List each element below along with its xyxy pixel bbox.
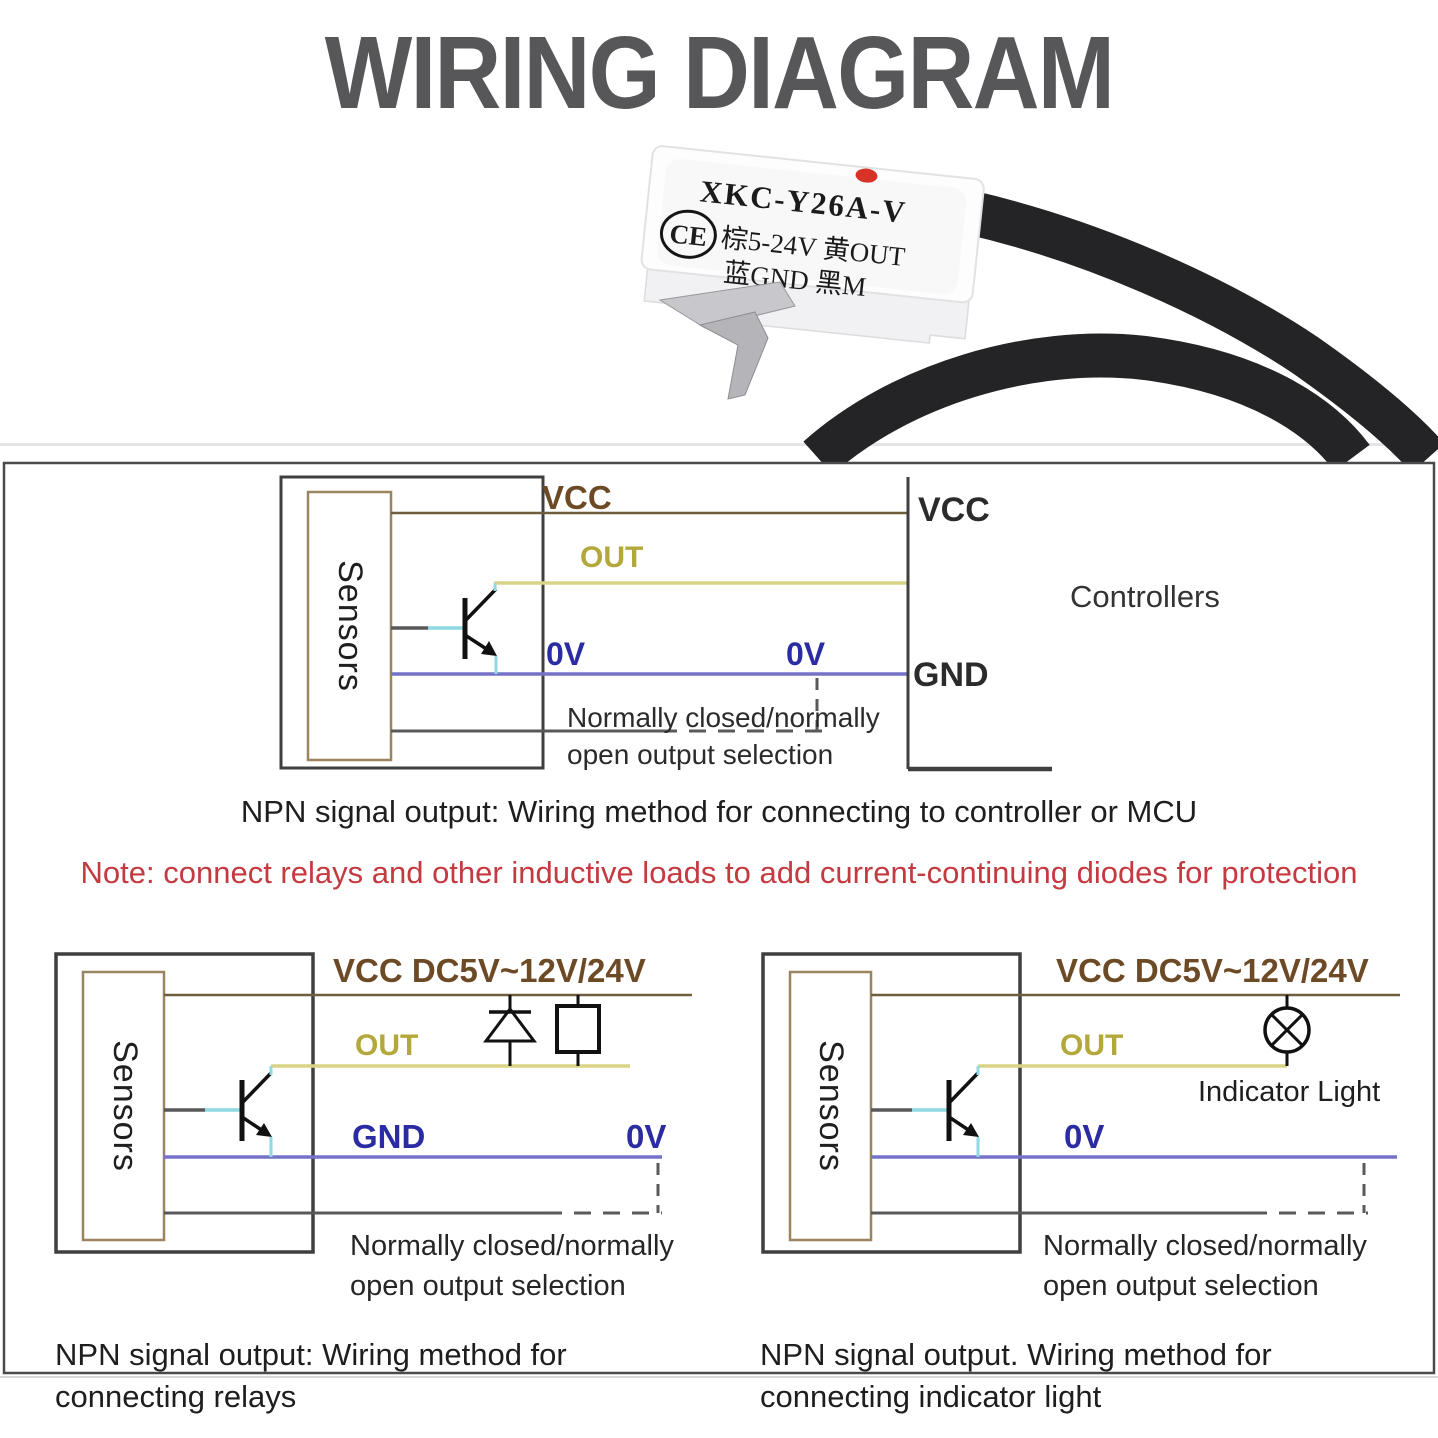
metal-clip-plate [658, 281, 796, 329]
d3-transistor-emitter-arrow [963, 1123, 979, 1137]
d3-caption-line1: NPN signal output. Wiring method for [760, 1337, 1272, 1372]
d1-0v-label-right: 0V [786, 636, 826, 672]
d2-transistor-collector [240, 1071, 273, 1105]
product-photo: XKC-Y26A-V CE 棕5-24V 黄OUT 蓝GND 黑M [0, 145, 1438, 462]
d3-caption: NPN signal output. Wiring method for con… [760, 1334, 1272, 1418]
d2-sensor-inner-box [81, 970, 166, 1242]
d2-selection-note: Normally closed/normally open output sel… [350, 1226, 674, 1306]
d2-0v-label: 0V [626, 1118, 667, 1155]
d2-selection-note-line1: Normally closed/normally [350, 1230, 674, 1262]
d3-selection-note-line2: open output selection [1043, 1270, 1319, 1302]
d3-indicator-light-label: Indicator Light [1198, 1076, 1381, 1108]
d2-relay-box [555, 1004, 601, 1054]
d2-sensor-box [54, 952, 315, 1254]
d3-sensors-label: Sensors [812, 1040, 850, 1172]
d1-sensors-label: Sensors [331, 560, 369, 692]
d3-selection-note-line1: Normally closed/normally [1043, 1230, 1367, 1262]
d1-sensor-inner-box [306, 490, 393, 762]
protection-note: Note: connect relays and other inductive… [80, 855, 1358, 890]
d2-transistor-emitter-arrow [256, 1123, 272, 1137]
d2-selection-note-line2: open output selection [350, 1270, 626, 1302]
d1-controller-gnd-label: GND [913, 656, 989, 694]
d1-selection-note-line1: Normally closed/normally [567, 702, 880, 733]
ce-mark-circle [659, 209, 717, 259]
d2-gnd-label: GND [352, 1118, 426, 1155]
d1-transistor-emitter-arrow [481, 641, 497, 656]
content-outer-box [2, 461, 1436, 1375]
d3-sensor-inner-box [788, 970, 873, 1242]
d3-sensor-box [761, 952, 1022, 1254]
d1-0v-label-left: 0V [546, 636, 586, 672]
d1-out-label: OUT [580, 541, 644, 574]
metal-clip-hook [698, 311, 769, 400]
cable-main [963, 190, 1438, 462]
d1-caption: NPN signal output: Wiring method for con… [240, 794, 1198, 829]
d3-0v-label: 0V [1064, 1118, 1105, 1155]
d2-caption: NPN signal output: Wiring method for con… [55, 1334, 567, 1418]
d2-transistor-emitter [241, 1115, 264, 1133]
d3-lamp-cross-2 [1270, 1013, 1304, 1047]
d2-caption-line2: connecting relays [55, 1379, 297, 1414]
led-indicator-dot [855, 168, 878, 183]
d2-out-label: OUT [355, 1029, 419, 1062]
d3-out-label: OUT [1060, 1029, 1124, 1062]
d1-transistor-emitter [464, 633, 489, 652]
d3-selection-note: Normally closed/normally open output sel… [1043, 1226, 1367, 1306]
d1-selection-note-line2: open output selection [567, 739, 834, 770]
sensor-sticker [657, 159, 967, 295]
d2-sensors-label: Sensors [106, 1040, 144, 1172]
ce-mark-text: CE [668, 218, 708, 252]
d1-transistor-collector [463, 587, 498, 623]
d2-vcc-label: VCC DC5V~12V/24V [333, 952, 646, 989]
page-title: WIRING DIAGRAM [324, 15, 1115, 130]
d2-caption-line1: NPN signal output: Wiring method for [55, 1337, 567, 1372]
d3-vcc-label: VCC DC5V~12V/24V [1056, 952, 1369, 989]
d1-controllers-label: Controllers [1070, 579, 1220, 614]
photo-bottom-band [0, 443, 1438, 446]
d2-diode-triangle [483, 1006, 537, 1043]
d1-controller-vcc-label: VCC [918, 491, 990, 529]
d1-vcc-label: VCC [542, 479, 612, 516]
d3-transistor-collector [947, 1071, 980, 1105]
sensor-lower-tier [643, 264, 971, 344]
d3-caption-line2: connecting indicator light [760, 1379, 1102, 1414]
d1-sensor-box [279, 475, 545, 770]
d3-transistor-emitter [948, 1115, 971, 1133]
sensor-body: XKC-Y26A-V CE 棕5-24V 黄OUT 蓝GND 黑M [640, 145, 985, 344]
cable-loop [803, 333, 1370, 462]
d1-selection-note: Normally closed/normally open output sel… [567, 699, 880, 773]
